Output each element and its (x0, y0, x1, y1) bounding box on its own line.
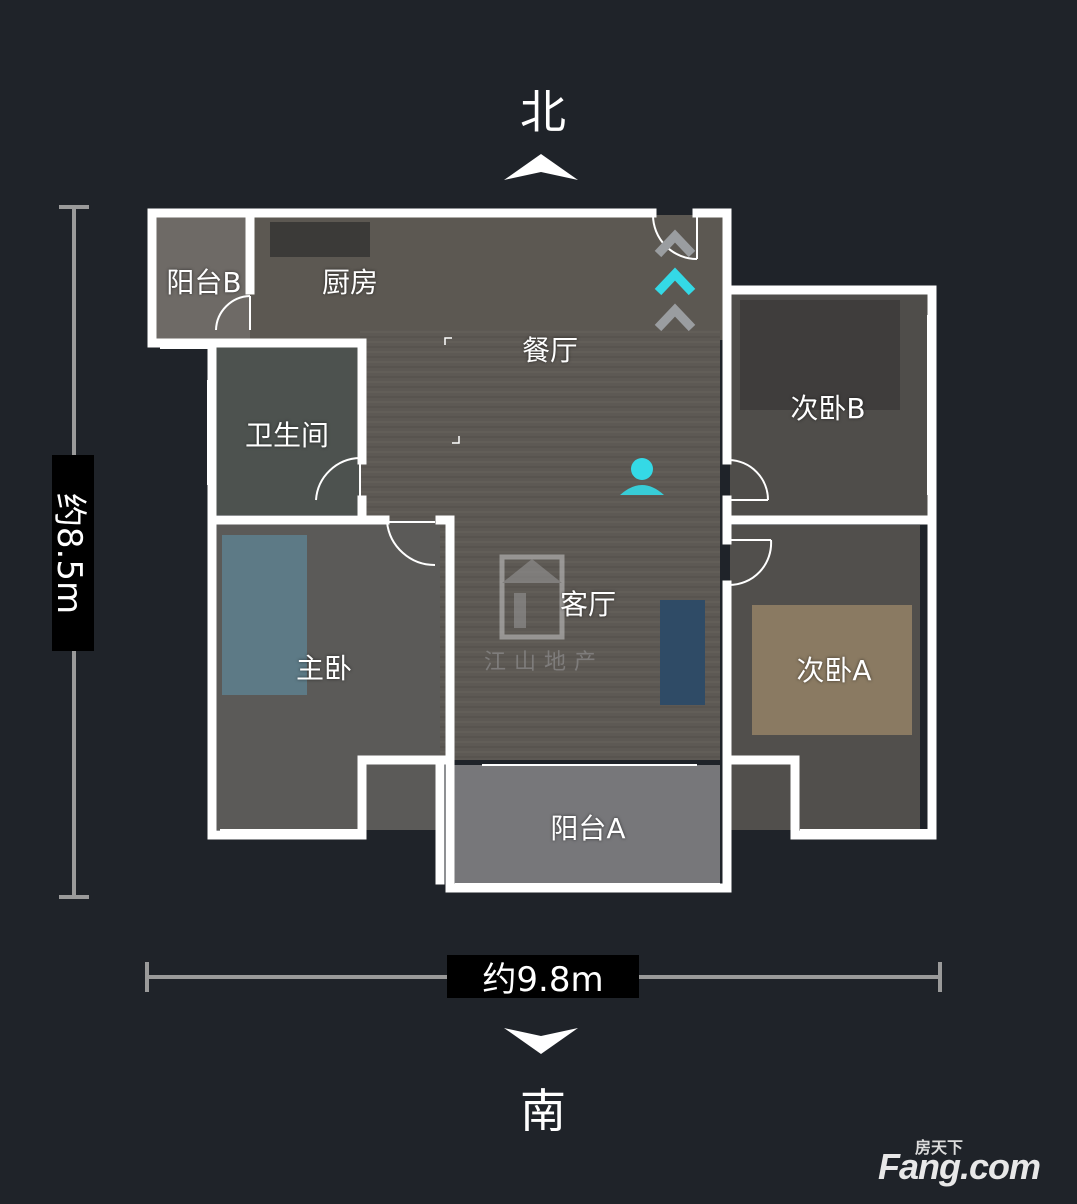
walls (147, 208, 937, 893)
room-label-master: 主卧 (295, 652, 353, 685)
room-label-balcony-a: 阳台A (550, 812, 626, 845)
brand-watermark-top: 房天下 (915, 1138, 964, 1157)
room-label-balcony-b: 阳台B (166, 266, 242, 299)
windows (160, 315, 929, 885)
north-arrow-icon (504, 154, 578, 180)
room-label-dining: 餐厅 (521, 334, 579, 367)
room-label-kitchen: 厨房 (321, 266, 379, 299)
brand-watermark: Fang.com (878, 1146, 1041, 1187)
watermark-logo-icon (499, 554, 565, 640)
room-label-living: 客厅 (559, 588, 617, 621)
south-arrow-icon (504, 1028, 578, 1054)
room-label-bathroom: 卫生间 (244, 419, 330, 452)
location-marker-icon (620, 458, 664, 495)
north-label: 北 (520, 85, 566, 139)
height-dimension-label: 约8.5m (50, 455, 94, 651)
direction-chevrons-icon (654, 229, 696, 332)
width-dimension-label: 约9.8m (447, 955, 639, 1000)
watermark-text: 江山地产 (484, 650, 605, 675)
room-label-bedroom-b: 次卧B (790, 392, 866, 425)
south-label: 南 (520, 1084, 566, 1138)
room-label-bedroom-a: 次卧A (796, 654, 872, 687)
